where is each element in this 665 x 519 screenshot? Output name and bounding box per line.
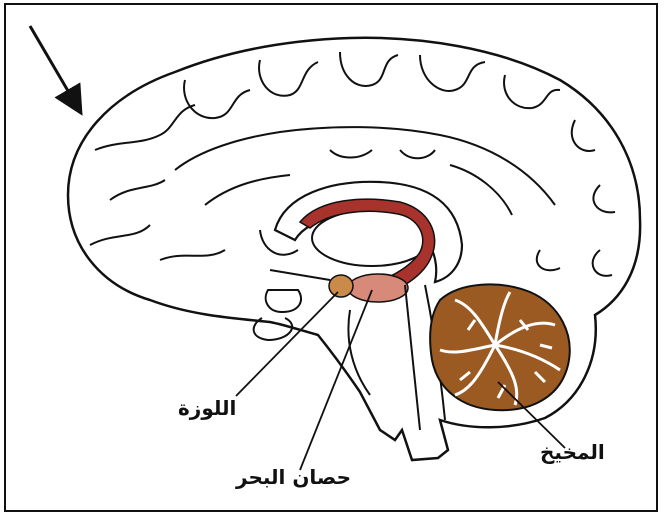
pointer-arrow	[30, 26, 78, 108]
brainstem	[348, 285, 445, 430]
label-hippocampus: حصان البحر	[236, 465, 351, 489]
amygdala-leader	[236, 292, 338, 396]
hippocampus-body	[348, 274, 408, 302]
optic-region	[254, 270, 330, 340]
label-cerebellum: المخيخ	[540, 440, 605, 464]
label-amygdala: اللوزة	[178, 396, 236, 420]
amygdala-shape	[329, 275, 353, 297]
